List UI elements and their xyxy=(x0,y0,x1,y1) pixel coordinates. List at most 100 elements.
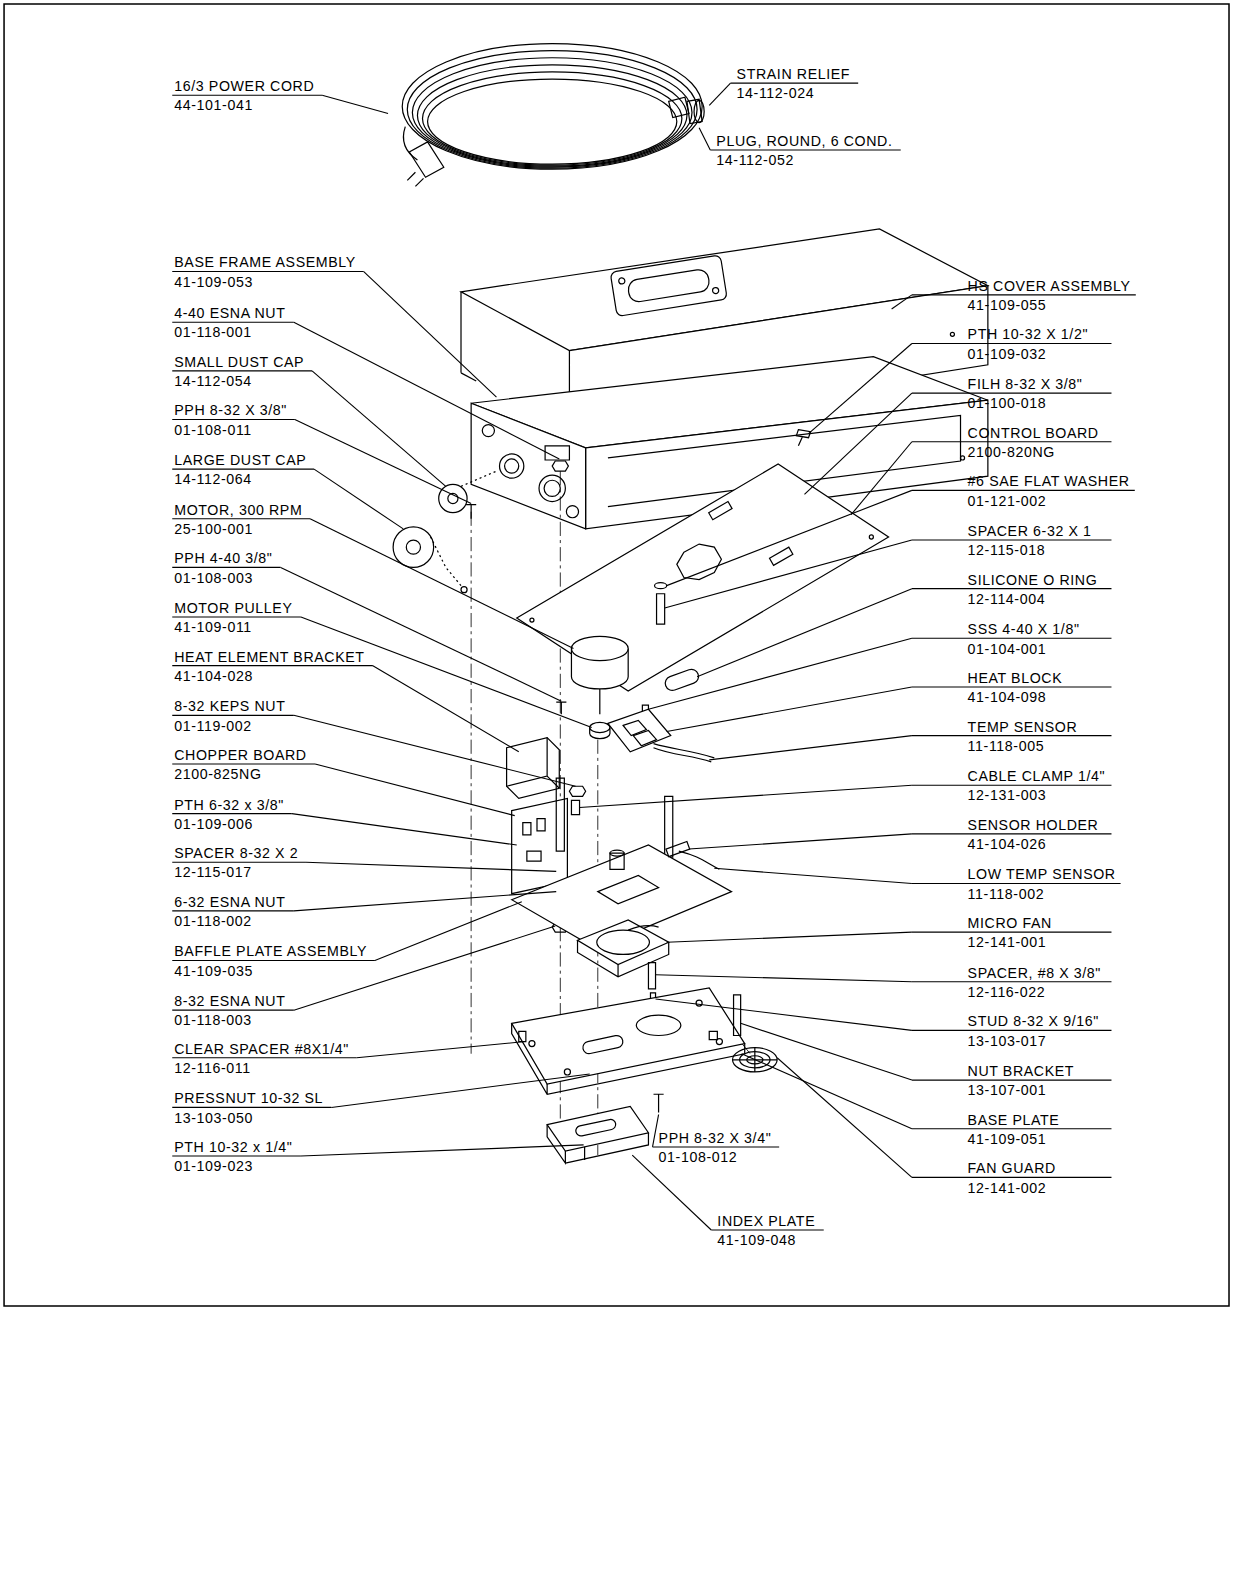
label-underline xyxy=(172,715,294,716)
leader-line xyxy=(322,95,388,113)
part-name: PRESSNUT 10-32 SL xyxy=(174,1090,323,1106)
leader-line xyxy=(331,1074,589,1107)
part-name: PTH 10-32 X 1/2" xyxy=(968,326,1088,342)
part-name: LARGE DUST CAP xyxy=(174,452,306,468)
label-underline xyxy=(912,686,1112,687)
heat-block xyxy=(608,709,714,762)
label-underline xyxy=(912,932,1112,933)
part-name: SMALL DUST CAP xyxy=(174,354,304,370)
leader-line xyxy=(697,589,912,677)
part-name: CABLE CLAMP 1/4" xyxy=(968,768,1105,784)
label-underline xyxy=(912,638,1112,639)
leader-line xyxy=(357,1042,525,1058)
index-plate xyxy=(547,1106,648,1163)
part-name: MOTOR, 300 RPM xyxy=(174,502,302,518)
label-underline xyxy=(172,1107,331,1108)
part-number: 41-109-011 xyxy=(174,619,252,635)
part-number: 12-116-011 xyxy=(174,1060,251,1076)
base-frame xyxy=(471,357,988,529)
label-underline xyxy=(912,539,1112,540)
part-name: HS COVER ASSEMBLY xyxy=(968,278,1131,294)
part-name: PLUG, ROUND, 6 COND. xyxy=(716,133,892,149)
label-underline xyxy=(912,1177,1112,1178)
heat-element-bracket xyxy=(507,738,560,799)
part-name: #6 SAE FLAT WASHER xyxy=(968,473,1130,489)
leader-line xyxy=(667,932,912,942)
part-name: PPH 8-32 X 3/8" xyxy=(174,402,287,418)
label-underline xyxy=(912,1080,1112,1081)
part-name: SENSOR HOLDER xyxy=(968,817,1099,833)
part-name: HEAT BLOCK xyxy=(968,670,1063,686)
label-underline xyxy=(912,833,1112,834)
part-number: 14-112-024 xyxy=(737,85,815,101)
leader-line xyxy=(709,736,912,760)
label-underline xyxy=(172,813,292,814)
part-number: 13-107-001 xyxy=(968,1082,1047,1098)
part-number: 12-115-018 xyxy=(968,542,1046,558)
leader-line xyxy=(709,83,730,105)
leader-line xyxy=(580,785,912,807)
part-number: 2100-820NG xyxy=(968,444,1055,460)
part-name: NUT BRACKET xyxy=(968,1063,1075,1079)
part-number: 41-104-026 xyxy=(968,836,1047,852)
leader-line xyxy=(714,868,912,883)
leader-line xyxy=(292,814,517,845)
label-underline xyxy=(172,95,322,96)
label-underline xyxy=(172,862,306,863)
part-number: 41-109-035 xyxy=(174,963,253,979)
part-name: CHOPPER BOARD xyxy=(174,747,306,763)
part-number: 01-119-002 xyxy=(174,717,252,733)
part-number: 01-109-006 xyxy=(174,816,253,832)
part-name: PPH 4-40 3/8" xyxy=(174,550,272,566)
part-name: CLEAR SPACER #8X1/4" xyxy=(174,1041,349,1057)
leader-line xyxy=(295,419,471,503)
part-number: 12-114-004 xyxy=(968,591,1046,607)
leader-line xyxy=(294,715,576,786)
part-number: 13-103-017 xyxy=(968,1032,1047,1048)
power-cord xyxy=(402,44,704,187)
label-underline xyxy=(912,1128,1112,1129)
part-number: 14-112-052 xyxy=(716,152,794,168)
part-name: BASE FRAME ASSEMBLY xyxy=(174,254,356,270)
part-name: 8-32 KEPS NUT xyxy=(174,698,285,714)
base-plate xyxy=(512,988,745,1094)
part-name: MOTOR PULLEY xyxy=(174,600,292,616)
part-name: BAFFLE PLATE ASSEMBLY xyxy=(174,943,367,959)
part-number: 25-100-001 xyxy=(174,521,253,537)
label-underline xyxy=(711,1229,823,1230)
label-underline xyxy=(172,616,301,617)
part-number: 01-108-003 xyxy=(174,569,253,585)
part-number: 01-108-012 xyxy=(659,1149,738,1165)
part-name: 16/3 POWER CORD xyxy=(174,78,314,94)
leader-line xyxy=(306,862,556,871)
leader-line xyxy=(301,617,592,727)
label-underline xyxy=(912,785,1112,786)
leader-line xyxy=(656,975,912,982)
leader-line xyxy=(851,442,912,515)
part-number: 12-116-022 xyxy=(968,984,1046,1000)
part-number: 12-141-001 xyxy=(968,934,1047,950)
part-name: SSS 4-40 X 1/8" xyxy=(968,621,1080,637)
micro-fan xyxy=(578,920,669,1007)
label-underline xyxy=(912,393,1112,394)
part-number: 12-115-017 xyxy=(174,864,252,880)
part-name: HEAT ELEMENT BRACKET xyxy=(174,648,364,664)
label-underline xyxy=(172,469,314,470)
label-underline xyxy=(172,1156,301,1157)
leader-line xyxy=(312,371,446,487)
part-name: 4-40 ESNA NUT xyxy=(174,305,285,321)
leader-line xyxy=(804,393,911,494)
leader-line xyxy=(294,892,556,911)
dust-caps xyxy=(393,471,496,593)
part-name: TEMP SENSOR xyxy=(968,718,1078,734)
label-underline xyxy=(912,1030,1112,1031)
leader-line xyxy=(375,902,522,961)
label-underline xyxy=(912,441,1112,442)
part-name: BASE PLATE xyxy=(968,1111,1060,1127)
part-number: 01-109-023 xyxy=(174,1158,253,1174)
leader-line xyxy=(294,926,555,1010)
leader-line xyxy=(742,1054,912,1129)
label-underline xyxy=(172,1057,356,1058)
part-number: 01-118-003 xyxy=(174,1012,252,1028)
